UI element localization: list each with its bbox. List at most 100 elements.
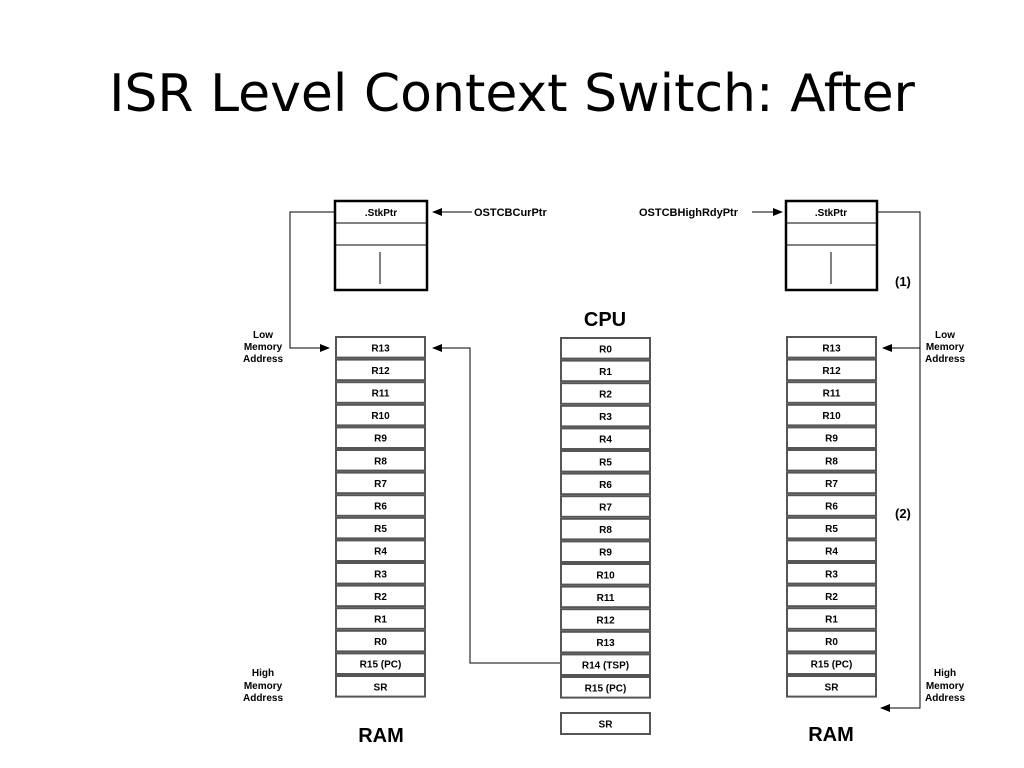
cpu-register-cell-label: R15 (PC) <box>585 683 627 694</box>
cpu-register-cell <box>560 585 651 609</box>
cpu-register-cell-label: R3 <box>599 412 612 423</box>
cpu-register-cell-label: R0 <box>599 344 612 355</box>
left-ram-cell-label: R11 <box>372 389 390 400</box>
left-tcb-stkptr-label: .StkPtr <box>365 208 397 219</box>
right-ram-label: RAM <box>808 724 854 746</box>
left-ram-cell-label: R9 <box>374 434 387 445</box>
svg-text:High: High <box>934 668 956 679</box>
right-ram-cell <box>786 403 877 427</box>
right-ram-cell <box>786 471 877 495</box>
cpu-register-cell <box>560 563 651 586</box>
cpu-register-cell-label: R9 <box>599 548 612 559</box>
right-ram-cell <box>786 539 877 563</box>
left-ram-cell <box>335 607 426 630</box>
left-ram-label: RAM <box>358 725 404 747</box>
left-ram-cell-label: R7 <box>374 479 387 490</box>
right-ram-cell-label: R10 <box>822 411 841 422</box>
cpu-register-cell-label: R8 <box>599 525 612 536</box>
right-ram-cell <box>786 584 877 608</box>
cpu-register-cell-label: R12 <box>596 616 615 627</box>
right-ram-cell-label: R6 <box>825 502 838 513</box>
right-ram-cell-label: R5 <box>825 524 838 535</box>
cpu-register-cell <box>560 404 651 428</box>
right-ram-cell <box>786 381 877 404</box>
svg-text:Memory: Memory <box>244 342 283 353</box>
cpu-register-cell <box>560 517 651 541</box>
cpu-register-cell-label: R5 <box>599 457 612 468</box>
ostcbcurptr-label: OSTCBCurPtr <box>474 207 547 219</box>
right-ram-cell <box>786 675 877 698</box>
left-ram-cell-label: R3 <box>374 569 387 580</box>
right-ram-cell <box>786 607 877 630</box>
right-ram-cell-label: R8 <box>825 456 838 467</box>
cpu-register-cell <box>560 676 651 699</box>
svg-text:High: High <box>252 668 274 679</box>
right-ram-cell-label: R9 <box>825 434 838 445</box>
left-ram-cell <box>335 675 426 698</box>
right-ram-cell-label: R13 <box>822 343 841 354</box>
svg-text:Memory: Memory <box>926 681 965 692</box>
svg-text:Memory: Memory <box>244 681 283 692</box>
right-ram-cell-label: R4 <box>825 547 838 558</box>
left-ram-cell <box>335 381 426 404</box>
cpu-sr-cell <box>560 712 651 735</box>
cpu-register-cell <box>560 337 651 360</box>
svg-text:Address: Address <box>243 354 283 365</box>
right-ram-cell-label: R15 (PC) <box>811 660 853 671</box>
left-ram-cell-label: R4 <box>374 547 387 558</box>
left-stkptr-connector <box>289 211 335 352</box>
slide-title: ISR Level Context Switch: After <box>109 64 915 124</box>
left-ram-cell <box>335 471 426 495</box>
left-ram-cell <box>335 516 426 540</box>
ostcbhighrdyptr-label: OSTCBHighRdyPtr <box>639 207 739 219</box>
right-ram-cell <box>786 629 877 653</box>
left-ram-cell-label: R13 <box>371 343 390 354</box>
step-1-label: (1) <box>895 274 911 289</box>
left-ram-cell-label: R6 <box>374 502 387 513</box>
left-ram-cell <box>335 336 426 359</box>
svg-text:Address: Address <box>925 354 965 365</box>
right-ram-cell-label: R3 <box>825 569 838 580</box>
right-low-memory-label: Low Memory Address <box>925 330 965 365</box>
left-high-memory-label: High Memory Address <box>243 668 283 704</box>
left-ram-cell-label: R0 <box>374 637 387 648</box>
cpu-label: CPU <box>584 309 626 331</box>
left-ram-cell-label: R12 <box>371 366 390 377</box>
left-ram-cell <box>335 629 426 653</box>
right-ram-cell <box>786 562 877 585</box>
left-ram-cell <box>335 358 426 382</box>
left-ram-cell-label: R10 <box>371 411 390 422</box>
cpu-register-cell-label: R13 <box>596 638 615 649</box>
left-ram-cell <box>335 403 426 427</box>
svg-text:Address: Address <box>243 693 283 704</box>
svg-text:Low: Low <box>935 330 955 341</box>
cpu-register-cell-label: R1 <box>599 367 612 378</box>
right-ram-cell <box>786 426 877 449</box>
tsp-connector <box>432 344 560 664</box>
cpu-register-cell-label: R2 <box>599 390 612 401</box>
cpu-register-cell <box>560 450 651 473</box>
cpu-register-cell-label: R4 <box>599 435 612 446</box>
left-ram-cell-label: R2 <box>374 592 387 603</box>
cpu-register-cell-label: R14 (TSP) <box>582 661 629 672</box>
left-ram-cell <box>335 539 426 563</box>
left-ram-cell <box>335 494 426 517</box>
left-ram-cell-label: R8 <box>374 456 387 467</box>
cpu-register-cell <box>560 495 651 518</box>
right-ram-cell <box>786 516 877 540</box>
right-high-memory-label: High Memory Address <box>925 668 965 704</box>
left-ram-cell <box>335 652 426 676</box>
left-ram-cell-label: R5 <box>374 524 387 535</box>
cpu-register-cell <box>560 608 651 631</box>
right-ram-cell <box>786 358 877 382</box>
cpu-register-cell-label: R10 <box>596 570 615 581</box>
right-ram-cell <box>786 449 877 472</box>
right-ram-cell-label: R0 <box>825 637 838 648</box>
cpu-register-cell-label: R11 <box>597 593 615 604</box>
cpu-register-cell <box>560 540 651 564</box>
cpu-register-cell-label: R6 <box>599 480 612 491</box>
right-ram-cell-label: R11 <box>823 389 841 400</box>
